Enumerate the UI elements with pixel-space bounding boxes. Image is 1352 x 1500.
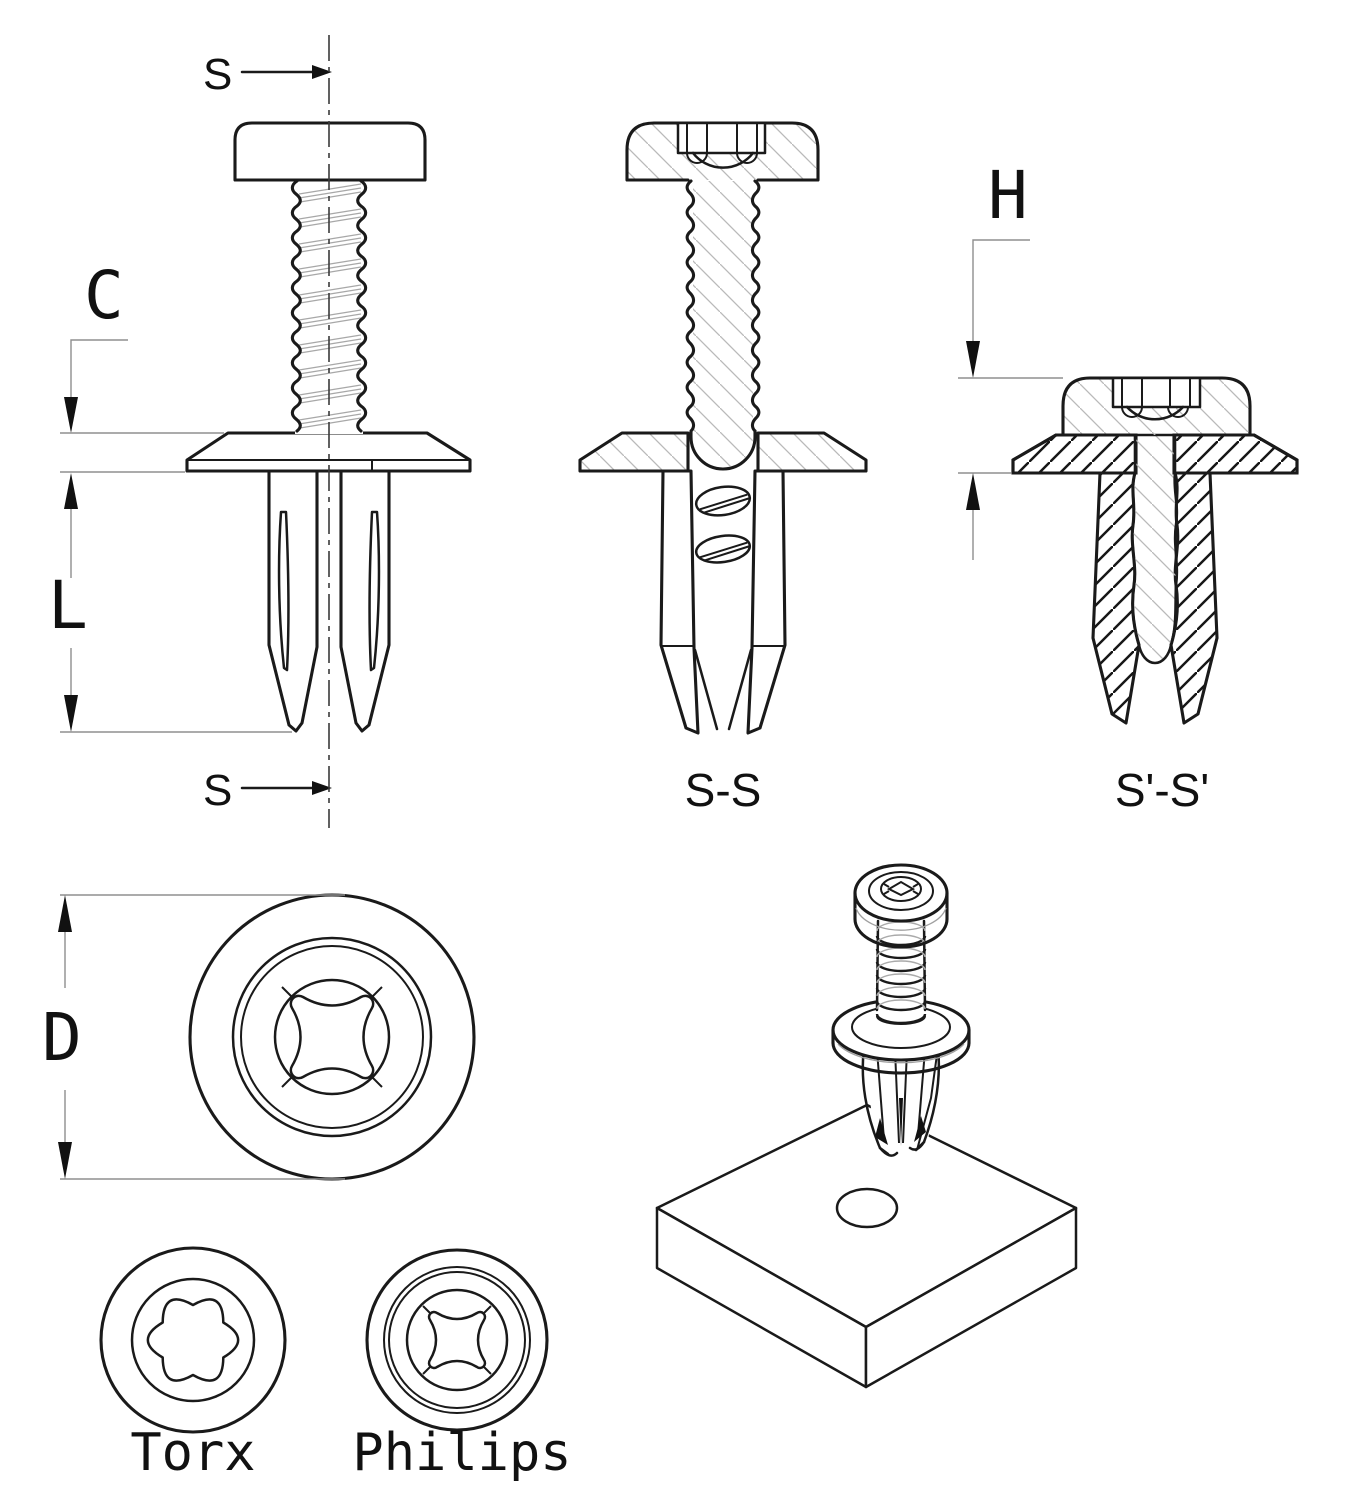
left-leg-slot xyxy=(277,510,290,672)
drive-recess-section xyxy=(676,121,767,155)
right-leg-slot xyxy=(368,510,381,672)
dim-arrow-down-icon xyxy=(64,695,78,732)
section-ss-view: S-S xyxy=(578,121,868,816)
flange-washer xyxy=(185,431,472,473)
flange-section-right xyxy=(756,431,868,473)
head-outline xyxy=(231,936,433,1138)
screw-shank-section xyxy=(685,179,761,471)
screw-head xyxy=(853,863,949,949)
expansion-legs xyxy=(267,469,391,733)
dim-arrow-down-icon xyxy=(58,1142,72,1179)
recess-rim xyxy=(273,978,391,1096)
right-leg xyxy=(339,469,391,733)
dim-h-label: H xyxy=(988,157,1028,234)
dim-l-label: L xyxy=(48,567,88,644)
plate xyxy=(655,1103,1078,1389)
thread-cross-sections xyxy=(694,485,752,564)
philips-head-view: Philips xyxy=(352,1248,572,1483)
drive-recess-outline xyxy=(289,994,375,1080)
dimension-c: C xyxy=(60,257,224,434)
screw-core-section xyxy=(1131,433,1179,665)
philips-label: Philips xyxy=(352,1423,571,1483)
plate-hole xyxy=(835,1187,899,1229)
side-view: S S xyxy=(48,35,472,828)
torx-label: Torx xyxy=(130,1423,255,1483)
legs-section xyxy=(1091,471,1219,725)
section-arrow-top: S xyxy=(203,50,332,99)
recess-corner-ticks xyxy=(422,1305,492,1375)
dim-arrow-down-icon xyxy=(966,341,980,378)
arrowhead-icon xyxy=(312,65,332,79)
isometric-view xyxy=(655,863,1078,1389)
flange-section-left xyxy=(1011,433,1138,475)
section-ss-title: S-S xyxy=(685,764,762,816)
dimension-l: L xyxy=(48,471,292,733)
dim-arrow-down-icon xyxy=(64,397,78,433)
drive-recess-section xyxy=(1111,376,1202,409)
dimension-d: D xyxy=(42,894,345,1180)
dim-arrow-up-icon xyxy=(64,473,78,509)
arrowhead-icon xyxy=(312,781,332,795)
torx-recess-icon xyxy=(146,1298,240,1382)
screw-head xyxy=(233,121,427,182)
recess-corner-ticks xyxy=(281,986,383,1088)
screw-shank xyxy=(875,919,927,1025)
section-sprime-view: H xyxy=(958,157,1299,816)
section-arrow-bottom: S xyxy=(203,766,332,815)
head-section xyxy=(1061,376,1252,437)
left-leg xyxy=(267,469,319,733)
dim-d-label: D xyxy=(42,999,82,1076)
torx-recess-icon xyxy=(880,876,922,902)
section-label-s-bottom: S xyxy=(203,766,232,815)
flange-section-left xyxy=(578,431,690,473)
section-label-s-top: S xyxy=(203,50,232,99)
head-section xyxy=(625,121,820,182)
dim-arrow-up-icon xyxy=(58,895,72,932)
dimension-h: H xyxy=(958,157,1063,560)
flange-section-right xyxy=(1172,433,1299,475)
top-view: D xyxy=(42,893,476,1181)
dim-c-label: C xyxy=(84,257,124,334)
section-sprime-title: S'-S' xyxy=(1115,764,1209,816)
philips-recess-icon xyxy=(427,1310,487,1370)
torx-head-view: Torx xyxy=(99,1246,287,1483)
legs-front xyxy=(659,469,787,735)
dim-arrow-up-icon xyxy=(966,473,980,510)
